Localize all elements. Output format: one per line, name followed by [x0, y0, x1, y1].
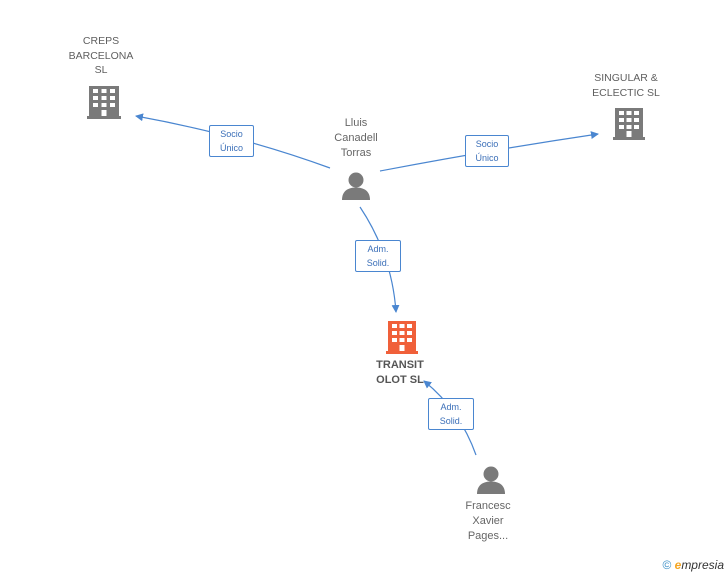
edge-label-lluis-creps: Socio Único: [209, 125, 254, 157]
node-label-francesc[interactable]: Francesc Xavier Pages...: [465, 500, 511, 542]
edge-label-lluis-transit: Adm. Solid.: [355, 240, 401, 272]
edge-label-line2: Único: [219, 143, 243, 153]
copyright-symbol: ©: [662, 558, 672, 572]
edge-label-line2: Solid.: [439, 416, 463, 426]
building-icon[interactable]: [613, 108, 645, 140]
node-label-creps[interactable]: CREPS BARCELONA SL: [68, 35, 134, 76]
edge-label-line1: Socio: [220, 129, 243, 139]
person-icon[interactable]: [342, 172, 370, 201]
edge-label-line1: Adm.: [440, 402, 462, 412]
edge-label-line1: Adm.: [367, 244, 389, 254]
edge-label-line2: Solid.: [366, 258, 390, 268]
node-label-lluis[interactable]: Lluis Canadell Torras: [334, 117, 378, 159]
brand-initial: e: [674, 558, 682, 572]
edge-label-line1: Socio: [475, 139, 499, 149]
empresia-logo[interactable]: © empresia: [662, 558, 724, 572]
node-label-singular[interactable]: SINGULAR & ECLECTIC SL: [592, 72, 660, 99]
node-label-transit[interactable]: TRANSIT OLOT SL: [376, 359, 424, 386]
person-icon[interactable]: [477, 466, 505, 495]
brand-name: mpresia: [681, 558, 724, 572]
building-icon[interactable]: [386, 321, 418, 354]
edge-label-lluis-singular: Socio Único: [465, 135, 509, 167]
edge-label-line2: Único: [475, 153, 499, 163]
edge-label-francesc-transit: Adm. Solid.: [428, 398, 474, 430]
building-icon[interactable]: [87, 86, 121, 119]
